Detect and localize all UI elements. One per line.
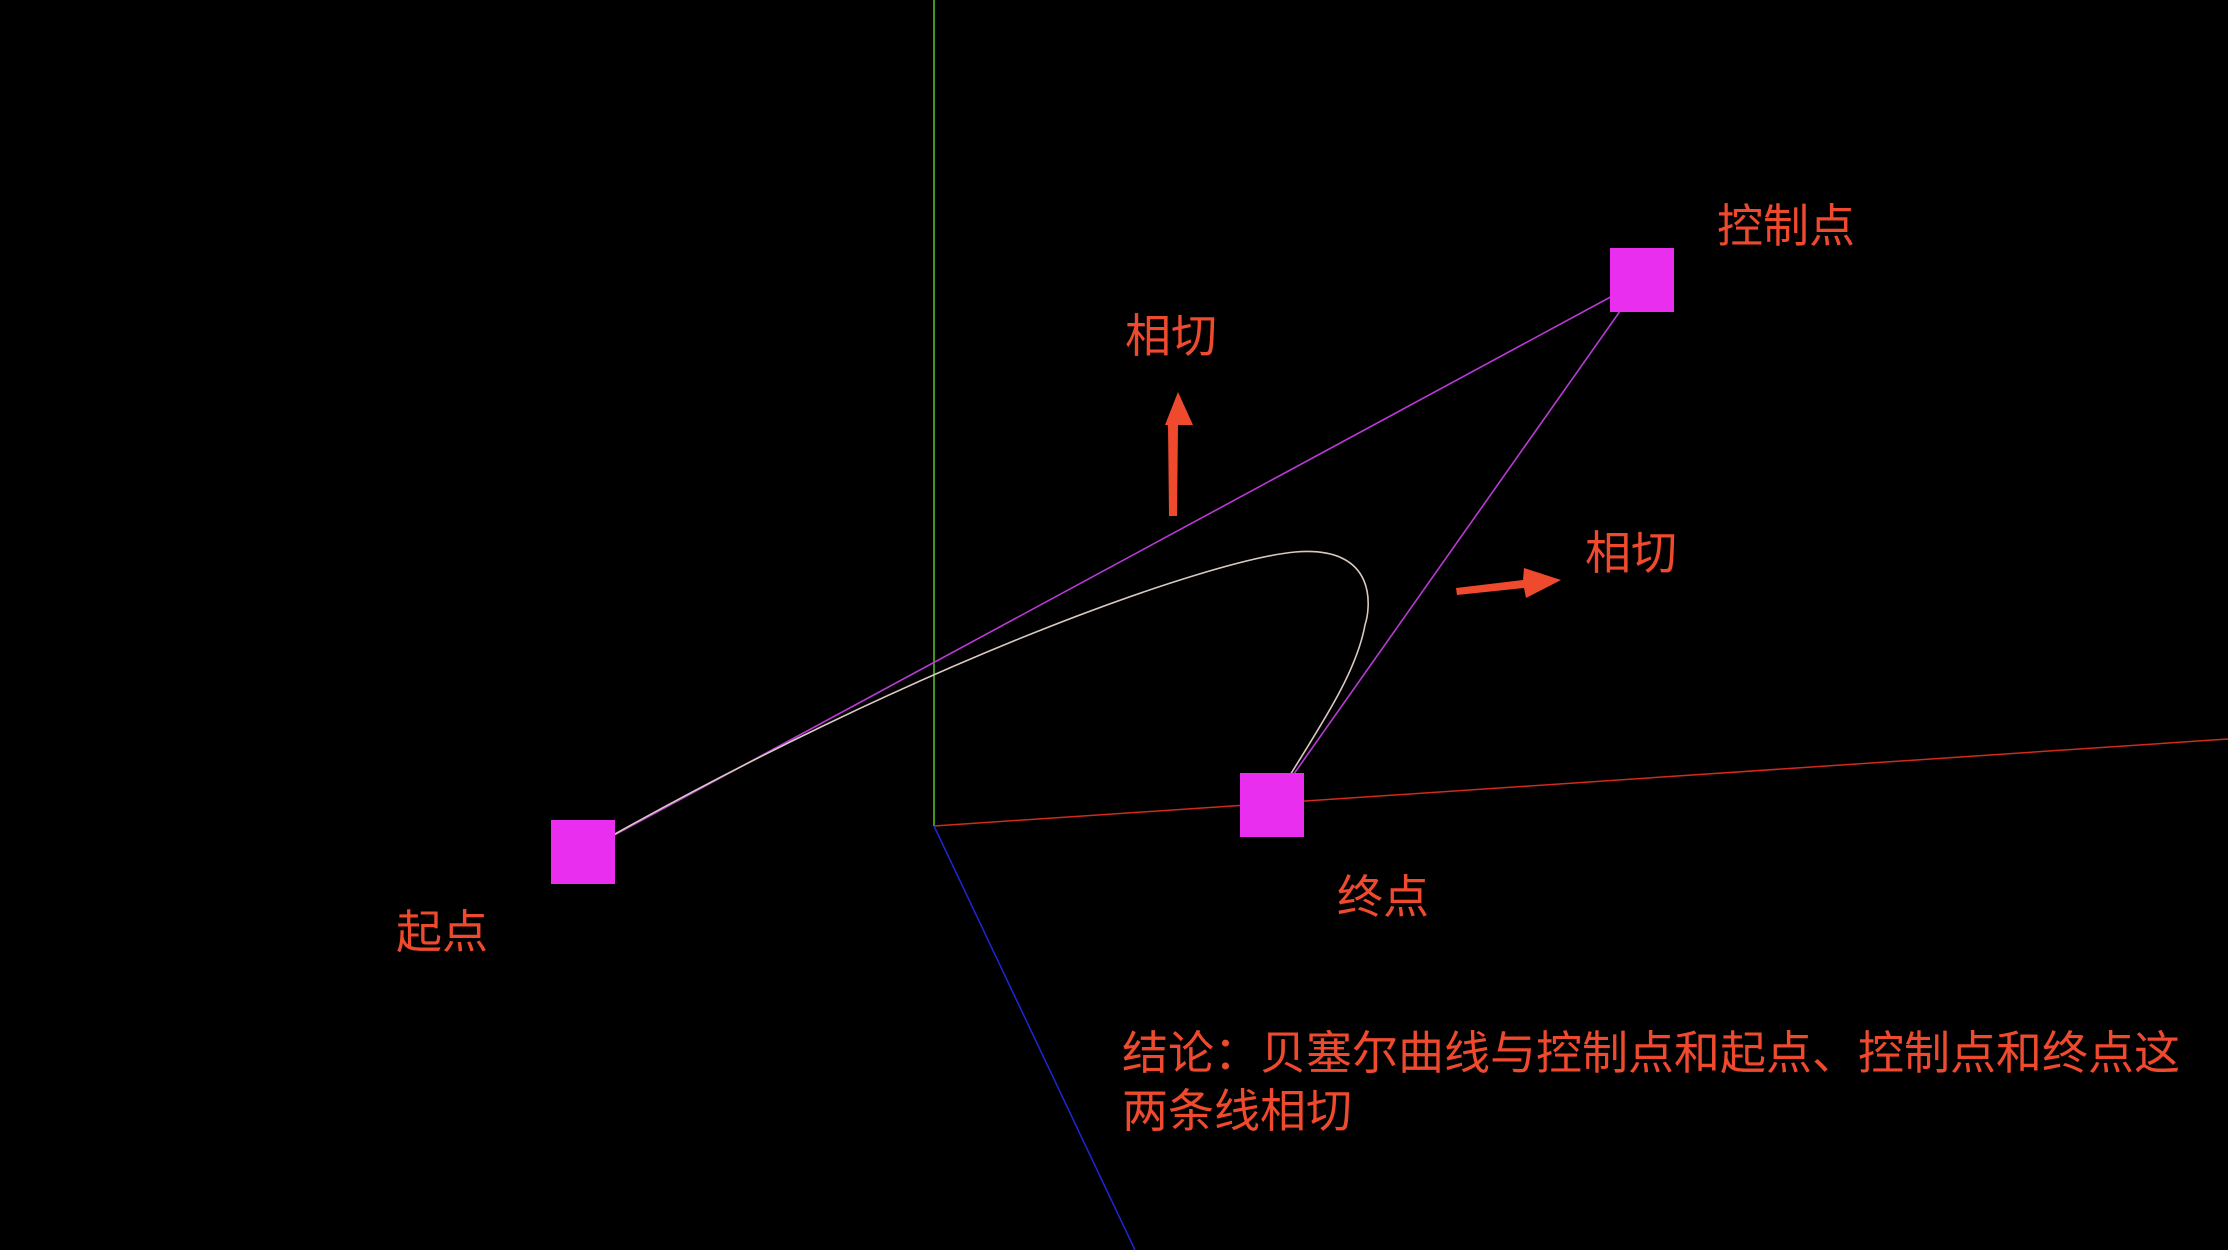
tangent-arrow-right [1456, 568, 1561, 598]
guide-line-control-to-end [1271, 279, 1643, 806]
control-point-label: 控制点 [1717, 199, 1855, 253]
z-axis-line [933, 825, 1136, 1250]
bezier-curve [582, 550, 1369, 853]
control-point-marker[interactable] [1610, 248, 1674, 312]
conclusion-text: 结论：贝塞尔曲线与控制点和起点、控制点和终点这两条线相切 [1122, 1026, 2180, 1138]
tangent-label-top: 相切 [1125, 309, 1217, 363]
x-axis-line [933, 738, 2228, 827]
end-point-marker[interactable] [1240, 773, 1304, 837]
tangent-label-right: 相切 [1585, 526, 1677, 580]
start-point-label: 起点 [396, 905, 488, 959]
tangent-arrow-up [1165, 392, 1193, 516]
start-point-marker[interactable] [551, 820, 615, 884]
end-point-label: 终点 [1337, 870, 1429, 924]
